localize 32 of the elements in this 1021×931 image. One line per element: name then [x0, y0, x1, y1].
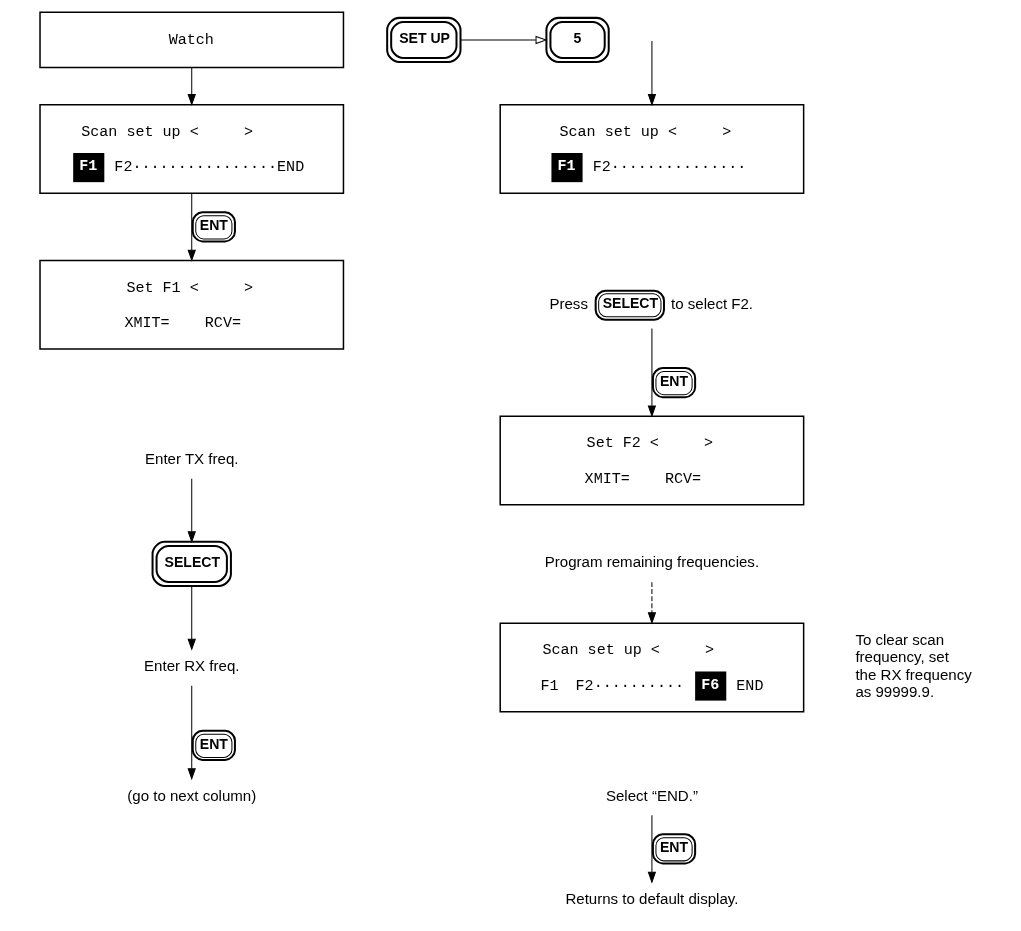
node-box: Scan set up < > F1 F2················END	[39, 104, 345, 194]
arrow	[460, 35, 547, 44]
edge-label: ENT	[199, 217, 228, 234]
arrow	[187, 67, 196, 106]
node-text: Enter RX freq.	[144, 656, 240, 674]
node-box: 5	[545, 16, 610, 64]
edge-label: ENT	[659, 372, 689, 389]
label: To clear scan frequency, set the RX frequency as 99999.9.	[855, 631, 972, 700]
node-box: SELECT	[151, 540, 232, 588]
arrow	[187, 478, 196, 543]
node-box: Watch	[39, 11, 345, 69]
node-box: Set F1 < > XMIT= RCV=	[39, 259, 345, 350]
node-box: Set F2 < > XMIT= RCV=	[499, 415, 805, 506]
node-box: Scan set up < > F1 F2···············	[499, 104, 805, 194]
arrow	[187, 586, 196, 650]
node-label: Press	[549, 294, 588, 312]
arrow	[647, 327, 656, 417]
edge-label: ENT	[199, 735, 228, 752]
arrow	[647, 581, 656, 624]
node-text: (go to next column)	[127, 786, 257, 804]
node-text: Select “END.”	[605, 786, 698, 804]
node-text: Program remaining frequencies.	[544, 553, 760, 571]
node-box: Scan set up < > F1 F2·········· F6 END	[499, 622, 805, 713]
node-label: to select F2.	[671, 294, 754, 312]
arrow	[647, 40, 656, 106]
node-text: Returns to default display.	[565, 890, 739, 908]
node-text: Enter TX freq.	[144, 449, 239, 467]
arrow	[187, 192, 196, 261]
arrow	[647, 814, 656, 883]
node-box: SET UP	[386, 16, 462, 64]
edge-label: ENT	[659, 839, 689, 856]
arrow	[187, 685, 196, 780]
